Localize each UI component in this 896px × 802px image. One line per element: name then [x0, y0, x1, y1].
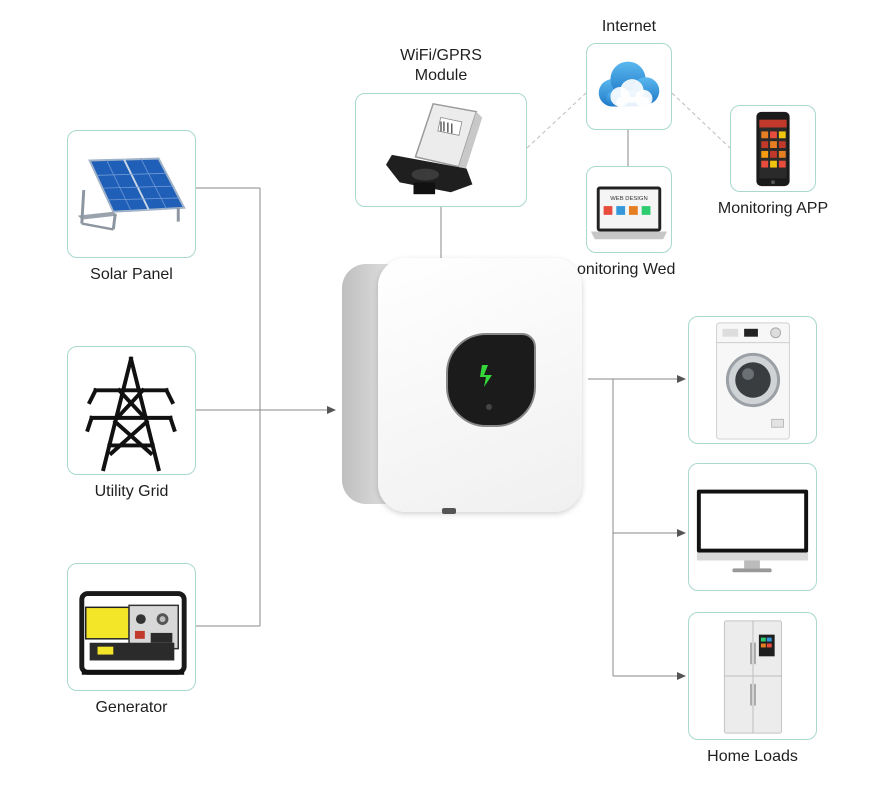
generator-icon — [79, 591, 187, 675]
transmission-tower-icon — [85, 356, 177, 472]
inverter-status-icon — [480, 365, 492, 410]
solar-panel-box — [67, 130, 196, 258]
washing-machine-box — [688, 316, 817, 444]
web-design-text: WEB DESIGN — [610, 196, 647, 202]
monitoring-web-box: WEB DESIGN — [586, 166, 672, 253]
inverter — [338, 258, 588, 516]
monitor-icon — [696, 489, 809, 573]
refrigerator-box — [688, 612, 817, 740]
monitor-box — [688, 463, 817, 591]
washing-machine-icon — [716, 322, 790, 440]
generator-box — [67, 563, 196, 691]
inverter-port — [442, 508, 456, 514]
solar-panel-icon — [77, 157, 186, 231]
internet-app-dashed-link — [671, 92, 731, 149]
smartphone-icon — [756, 111, 790, 187]
wifi-module-icon — [385, 102, 483, 195]
wifi-module-box — [355, 93, 527, 207]
output-bus — [588, 375, 686, 680]
inverter-display — [446, 333, 536, 427]
home-loads-label: Home Loads — [707, 748, 798, 765]
cloud-icon — [598, 61, 660, 108]
internet-box — [586, 43, 672, 130]
solar-panel-label: Solar Panel — [90, 266, 173, 283]
laptop-icon: WEB DESIGN — [590, 186, 668, 240]
wifi-module-label: WiFi/GPRS Module — [355, 46, 527, 86]
monitoring-app-label: Monitoring APP — [717, 200, 829, 217]
wifi-internet-dashed-link — [526, 92, 587, 149]
utility-grid-box — [67, 346, 196, 475]
monitoring-app-box — [730, 105, 816, 192]
generator-label: Generator — [95, 699, 168, 716]
internet-label: Internet — [601, 18, 657, 35]
refrigerator-icon — [723, 620, 783, 734]
monitoring-web-label: onitoring Wed — [577, 261, 676, 278]
utility-grid-label: Utility Grid — [94, 483, 169, 500]
input-bus — [196, 187, 336, 627]
wifi-module-label-line1: WiFi/GPRS — [400, 47, 482, 64]
wifi-module-label-line2: Module — [414, 67, 468, 84]
